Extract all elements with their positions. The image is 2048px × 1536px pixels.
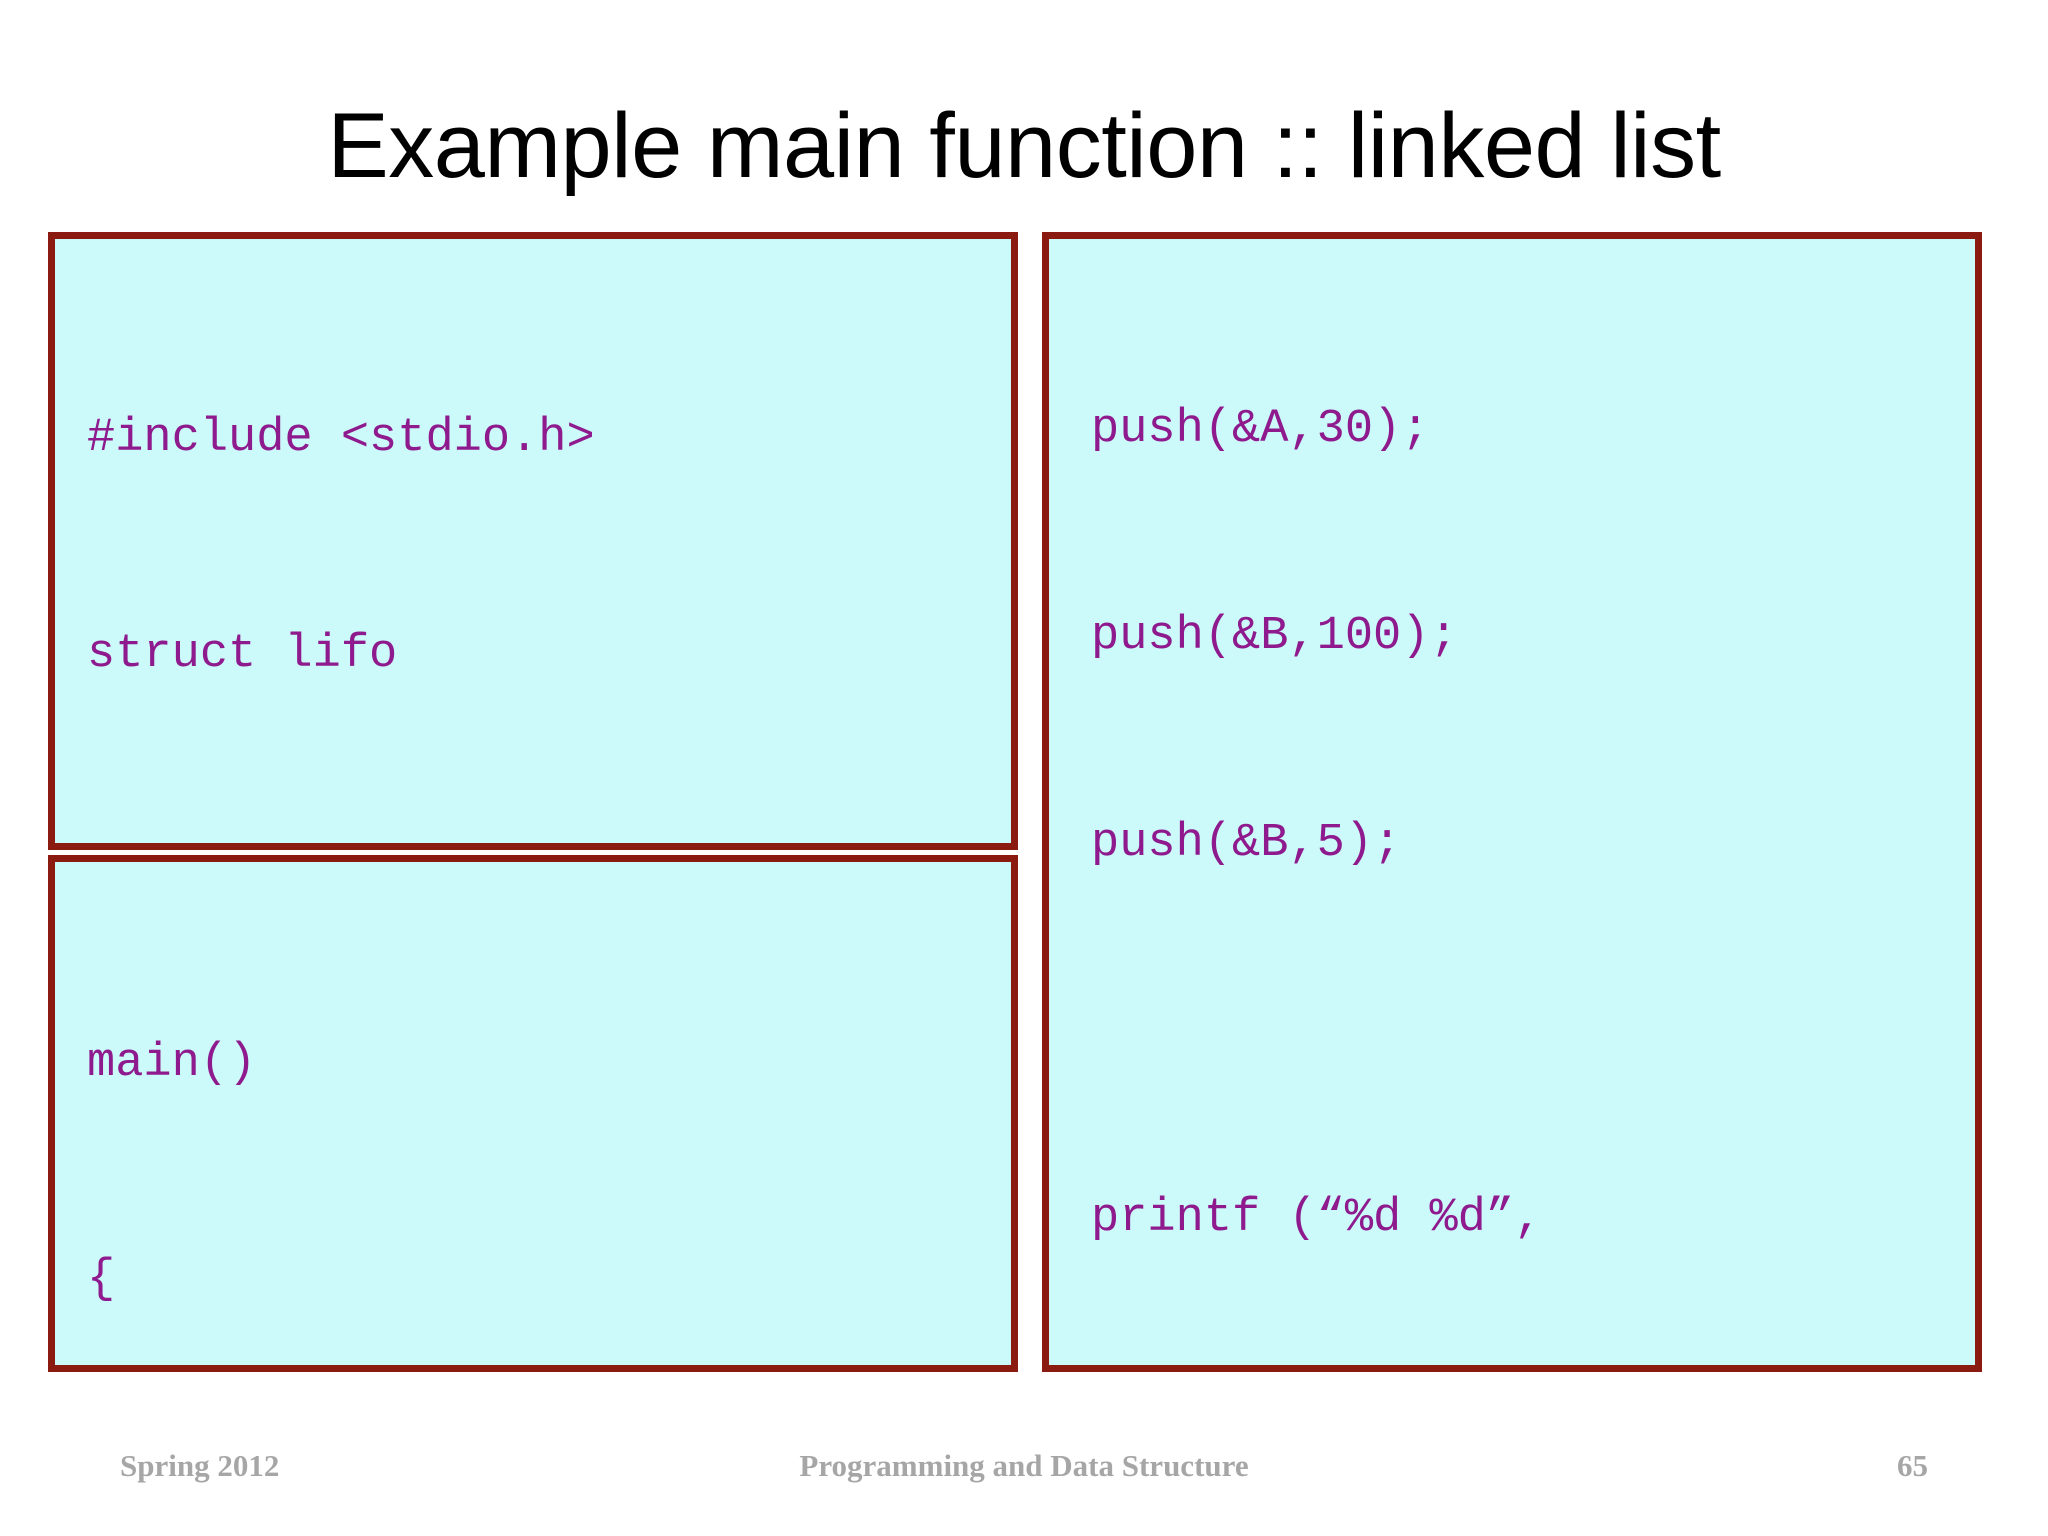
footer-term: Spring 2012 — [120, 1448, 280, 1483]
code-lines-main-continued: push(&A,30); push(&B,100); push(&B,5); p… — [1049, 239, 1975, 1365]
code-block-main-function: main() { stack *A, *B; create(&A); creat… — [48, 855, 1018, 1372]
code-line: struct lifo — [87, 628, 398, 681]
code-line: { — [87, 835, 1011, 843]
code-block-main-continued: push(&A,30); push(&B,100); push(&B,5); p… — [1042, 232, 1982, 1372]
code-line: { — [87, 1253, 116, 1306]
code-line: main() — [87, 1037, 257, 1090]
code-lines-struct: #include <stdio.h> struct lifo { int val… — [55, 239, 1011, 843]
code-line: #include <stdio.h> — [87, 412, 595, 465]
page-title: Example main function :: linked list — [327, 95, 1721, 197]
code-line-blank — [1091, 1016, 1975, 1046]
code-line: printf (“%d %d”, — [1091, 1192, 1543, 1245]
code-line: push(&B,5); — [1091, 817, 1402, 870]
code-line: push(&A,30); — [1091, 403, 1430, 456]
slide-footer: Spring 2012 Programming and Data Structu… — [0, 1448, 2048, 1508]
code-line: push(&B,100); — [1091, 610, 1458, 663]
code-block-struct-declaration: #include <stdio.h> struct lifo { int val… — [48, 232, 1018, 850]
footer-course-name: Programming and Data Structure — [799, 1448, 1249, 1483]
code-lines-main: main() { stack *A, *B; create(&A); creat… — [55, 862, 1011, 1365]
footer-slide-number: 65 — [1897, 1448, 1928, 1483]
